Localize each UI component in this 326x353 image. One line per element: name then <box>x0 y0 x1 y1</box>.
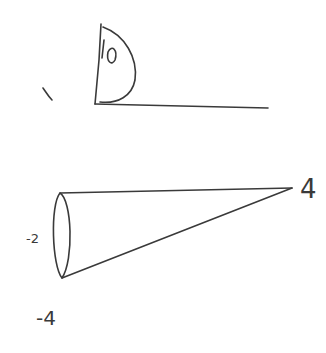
dimension-label: -2 <box>26 232 39 245</box>
dimension-label: 4 <box>300 176 317 202</box>
cone-upper-edge <box>60 188 292 193</box>
angle-mark <box>102 40 116 63</box>
small-mark <box>43 88 52 100</box>
cone-lower-edge <box>62 188 292 278</box>
angle-vertical-line <box>95 24 101 104</box>
angle-horizontal-line <box>95 104 268 108</box>
angle-arc <box>100 27 135 102</box>
cone-base-ellipse <box>53 193 70 278</box>
dimension-label: -4 <box>36 308 56 328</box>
